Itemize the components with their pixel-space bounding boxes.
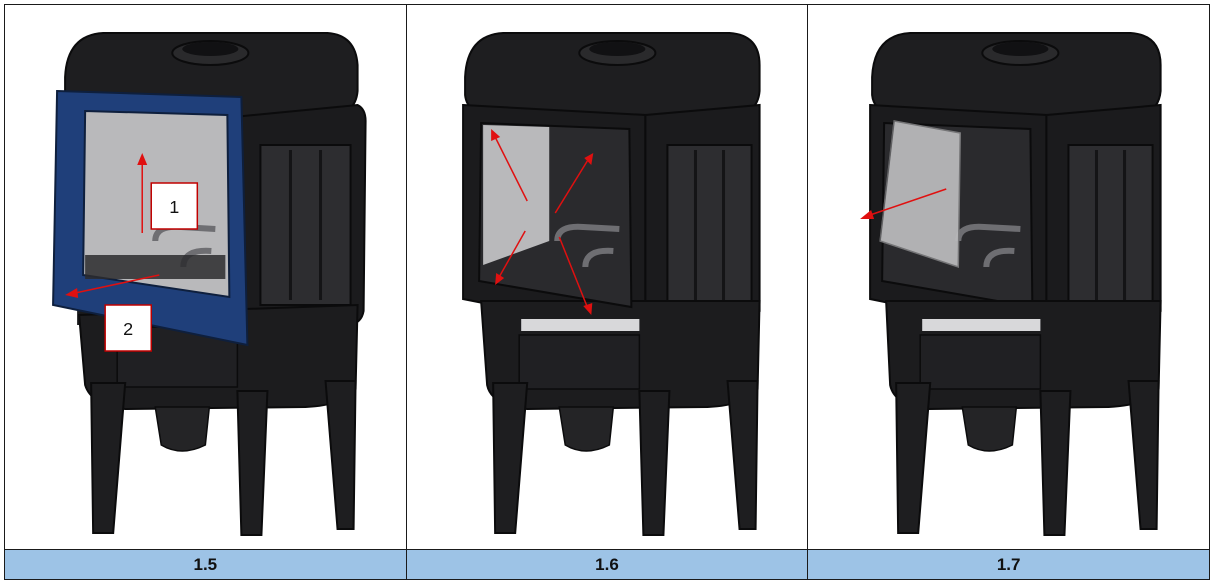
arrow-2-pull-out — [74, 274, 160, 294]
side-window — [259, 144, 352, 306]
stove-glass-removal-illustration — [860, 32, 1162, 536]
panel-1-5-image-cell: 1 2 — [4, 4, 407, 550]
instruction-arrows — [65, 153, 160, 298]
arrow-clip-top-right — [554, 160, 588, 214]
front-right-leg — [1039, 390, 1072, 536]
panel-1-6-image-cell — [405, 4, 809, 550]
side-window — [666, 144, 753, 306]
front-left-leg — [895, 382, 932, 534]
ash-drawer — [919, 334, 1042, 390]
removed-glass-pane — [879, 120, 962, 269]
rear-leg — [1127, 380, 1160, 530]
front-right-leg — [638, 390, 671, 536]
step-label-2-text: 2 — [123, 319, 133, 339]
arrow-clip-bottom-right — [558, 236, 588, 308]
rear-leg — [726, 380, 759, 530]
stove-door-frame-removal-illustration: 1 2 — [52, 32, 367, 536]
flue-opening — [182, 42, 239, 56]
instruction-arrows — [490, 129, 593, 315]
front-right-leg — [236, 390, 269, 536]
front-left-leg — [90, 382, 127, 534]
caption-1-6: 1.6 — [405, 549, 809, 580]
rear-leg — [324, 380, 357, 530]
ash-lip — [520, 319, 640, 331]
flue-opening — [992, 42, 1049, 56]
panel-1-7-image-cell — [807, 4, 1210, 550]
caption-1-7: 1.7 — [807, 549, 1210, 580]
procedure-figure-table: 1 2 — [4, 4, 1210, 580]
air-intake — [961, 406, 1018, 452]
arrow-clip-bottom-left — [498, 230, 526, 278]
air-intake — [154, 406, 211, 452]
stove-body — [869, 32, 1162, 536]
flue-opening — [588, 42, 646, 56]
air-intake — [558, 406, 614, 452]
side-window — [1067, 144, 1154, 306]
burner-tube — [553, 223, 620, 242]
door-glass — [477, 121, 633, 309]
ash-drawer — [518, 334, 640, 390]
step-label-1: 1 — [150, 182, 199, 230]
stove-glass-clips-illustration — [461, 32, 761, 536]
arrow-glass-out — [870, 188, 947, 216]
step-label-2: 2 — [104, 304, 152, 352]
arrow-clip-top-left — [494, 136, 528, 202]
ash-lip — [922, 319, 1041, 331]
caption-1-5: 1.5 — [4, 549, 407, 580]
front-left-leg — [491, 382, 528, 534]
step-label-1-text: 1 — [169, 197, 179, 217]
instruction-arrows — [860, 188, 947, 219]
